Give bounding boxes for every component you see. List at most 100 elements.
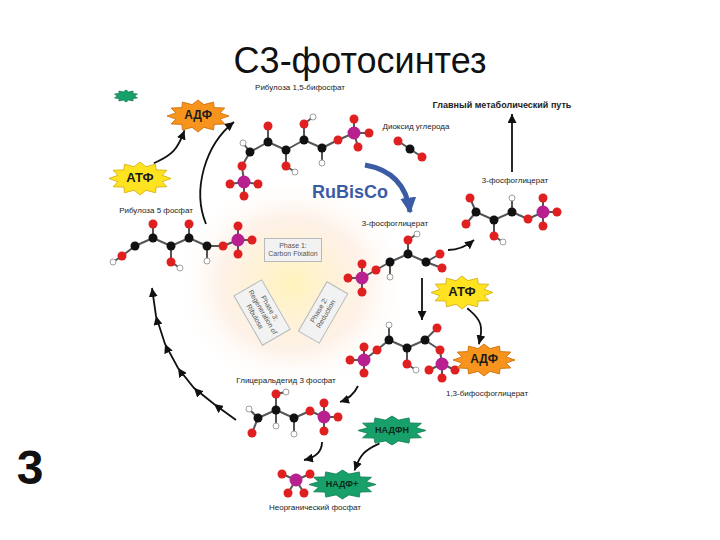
- atom: [472, 208, 481, 217]
- atom: [385, 336, 394, 345]
- atom: [358, 354, 371, 367]
- atom: [425, 366, 434, 375]
- burst-outline: [109, 162, 171, 195]
- atom: [436, 250, 445, 259]
- atp-burst: АТФ: [431, 276, 493, 309]
- phase-box: Phase 3:Regeneration of Ribulose: [233, 279, 291, 346]
- molecule-label: Диоксид углерода: [383, 122, 450, 131]
- node-text: НАДФН: [375, 425, 409, 435]
- atom: [358, 288, 367, 297]
- atom: [438, 374, 447, 383]
- atom: [373, 346, 382, 355]
- cycle-arrow: [304, 442, 322, 460]
- atom: [509, 195, 515, 201]
- atom: [422, 258, 431, 267]
- atom: [110, 259, 116, 265]
- atom: [118, 252, 127, 261]
- atom: [310, 114, 316, 120]
- atom: [149, 234, 158, 243]
- atom: [334, 136, 343, 145]
- atom: [272, 390, 281, 399]
- atom: [350, 115, 359, 124]
- atom: [290, 414, 299, 423]
- cofactor-burst-fragment: [115, 90, 138, 102]
- bpg-molecule: [346, 322, 460, 383]
- node-text: АДФ: [470, 353, 498, 367]
- atom: [406, 145, 415, 154]
- cycle-arrow: [200, 122, 234, 224]
- atom: [404, 250, 413, 259]
- node-text: НАДФ+: [326, 479, 359, 489]
- molecule-label: 1,3-бифосфоглицерат: [446, 389, 528, 398]
- atom: [319, 160, 325, 166]
- atom: [167, 258, 176, 267]
- adp-burst: АДФ: [167, 100, 229, 132]
- co2-molecule: [394, 137, 427, 162]
- atom: [291, 431, 297, 437]
- atom: [539, 194, 548, 203]
- atom: [386, 258, 395, 267]
- molecule-label: Глицеральдегид 3 фосфат: [236, 376, 335, 385]
- atom: [354, 143, 363, 152]
- atom: [272, 406, 281, 415]
- nadph-burst: НАДФН: [358, 416, 426, 445]
- burst-outline: [431, 276, 493, 309]
- phase-box: Phase 1:Carbon Fixation: [264, 238, 322, 263]
- atom: [553, 208, 562, 217]
- molecule-label: 3-фосфоглицерат: [482, 176, 548, 185]
- atom: [436, 346, 445, 355]
- atom: [254, 180, 263, 189]
- atom: [404, 236, 413, 245]
- atom: [290, 474, 303, 487]
- atom: [537, 206, 550, 219]
- atom: [254, 414, 263, 423]
- node-text: Carbon Fixation: [268, 250, 317, 258]
- ru5p-molecule: [110, 220, 257, 272]
- atom: [386, 322, 392, 328]
- atom: [238, 176, 251, 189]
- slide-number: 3: [17, 440, 44, 495]
- adp-burst: АДФ: [453, 344, 515, 376]
- atom: [282, 146, 291, 155]
- atom: [240, 140, 246, 146]
- node-text: АДФ: [184, 109, 212, 123]
- atom: [403, 360, 412, 369]
- atom: [131, 242, 140, 251]
- atom: [248, 236, 257, 245]
- atom: [365, 129, 374, 138]
- cycle-arrow: [340, 386, 358, 402]
- atom: [219, 242, 228, 251]
- atom: [320, 399, 329, 408]
- cycle-arrow: [511, 114, 513, 172]
- atom: [413, 367, 419, 373]
- atom: [418, 153, 427, 162]
- atom: [466, 194, 475, 203]
- pga-molecule: [344, 231, 447, 297]
- atom: [438, 264, 447, 273]
- atom: [360, 343, 369, 352]
- atom: [282, 162, 291, 171]
- atom: [185, 234, 194, 243]
- atom: [344, 274, 353, 283]
- atom: [403, 344, 412, 353]
- atom: [246, 148, 255, 157]
- molecule-label: Рибулоза 1,5-бифосфат: [255, 83, 345, 92]
- slide-title: С3-фотосинтез: [0, 40, 720, 81]
- atom: [358, 260, 367, 269]
- atom: [524, 215, 533, 224]
- atom: [348, 127, 361, 140]
- enzyme-label: RuBisCo: [312, 182, 388, 203]
- atom: [300, 136, 309, 145]
- cofactor-arrow: [154, 130, 185, 163]
- phase-box: Phase 2:Reduction: [298, 281, 348, 344]
- atom: [234, 222, 243, 231]
- nadp-burst: НАДФ+: [309, 470, 376, 499]
- g3p-molecule: [246, 389, 343, 438]
- atom: [508, 208, 517, 217]
- atom: [264, 138, 273, 147]
- atom: [360, 369, 369, 378]
- regeneration-arrow: [152, 288, 236, 420]
- atom: [283, 389, 289, 395]
- atom: [234, 250, 243, 259]
- atom: [292, 169, 298, 175]
